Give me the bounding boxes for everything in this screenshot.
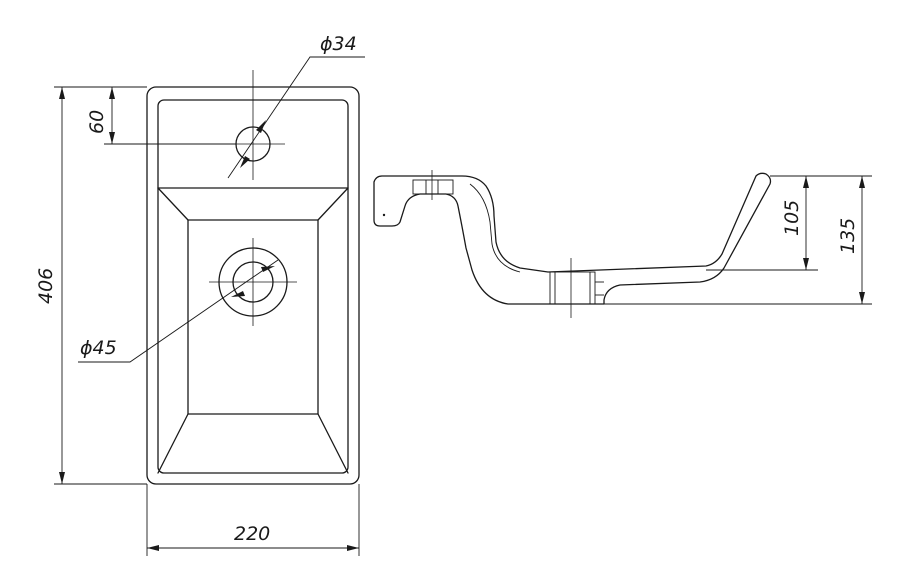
side-profile-inner <box>469 183 521 273</box>
dim-60-arrow-bottom <box>109 132 115 144</box>
dim-220-label: 220 <box>234 523 270 545</box>
top-view-dimensions: ϕ34 60 406 ϕ45 220 <box>35 33 365 556</box>
bowl-bevel-tl <box>157 187 189 221</box>
drain-arrow-b <box>231 291 245 297</box>
drain-arrow-a <box>261 266 275 272</box>
dim-135-arrow-top <box>859 176 865 188</box>
dim-60-label: 60 <box>86 110 108 134</box>
side-profile-outer <box>373 172 772 305</box>
dim-220-arrow-right <box>347 545 359 551</box>
dim-406-arrow-bottom <box>59 472 65 484</box>
dim-406-arrow-top <box>59 87 65 99</box>
side-tap-hole-section <box>412 179 454 195</box>
bowl-bevel-br <box>317 413 349 474</box>
side-drain-section <box>549 271 596 305</box>
dim-135-arrow-bottom <box>859 292 865 304</box>
side-view-dimensions: 105 135 <box>604 175 872 305</box>
dim-60-arrow-top <box>109 87 115 99</box>
bowl-bottom <box>187 219 319 415</box>
dim-220-arrow-left <box>147 545 159 551</box>
tap-hole-diameter-label: ϕ34 <box>320 33 357 55</box>
drain-leader <box>78 259 279 363</box>
tap-hole-arrow-b <box>240 156 250 168</box>
dim-105-label: 105 <box>781 200 803 236</box>
dim-135-label: 135 <box>837 218 859 254</box>
tap-hole-arrow-a <box>256 120 266 133</box>
drain-diameter-label: ϕ45 <box>80 337 117 359</box>
dim-105-arrow-top <box>803 176 809 188</box>
dim-406-label: 406 <box>35 268 57 304</box>
tap-hole-leader <box>227 56 365 179</box>
side-view <box>373 170 772 318</box>
bowl-bevel-tr <box>317 187 349 221</box>
side-marker-dot <box>382 213 386 217</box>
top-view <box>146 70 360 485</box>
dim-105-arrow-bottom <box>803 258 809 270</box>
bowl-bevel-bl <box>157 413 189 474</box>
